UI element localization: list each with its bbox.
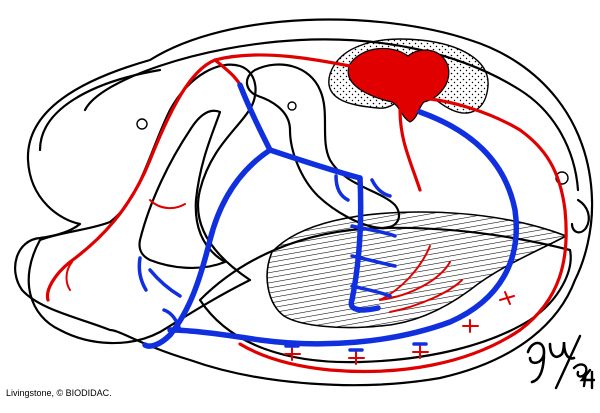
figure-credit: Livingstone, © BIODIDAC.: [6, 388, 112, 398]
shell-outline: [14, 18, 594, 387]
pore: [287, 101, 297, 111]
artist-signature: [522, 330, 596, 390]
capillary-pairs: [284, 291, 515, 365]
heart: [347, 47, 450, 123]
venous-network: [137, 82, 519, 349]
pore: [136, 118, 148, 130]
inner-loop: [138, 109, 227, 270]
siphon: [570, 198, 590, 234]
lower-body: [198, 226, 572, 364]
mantle-edge: [38, 68, 162, 152]
arterial-network: [45, 53, 568, 374]
